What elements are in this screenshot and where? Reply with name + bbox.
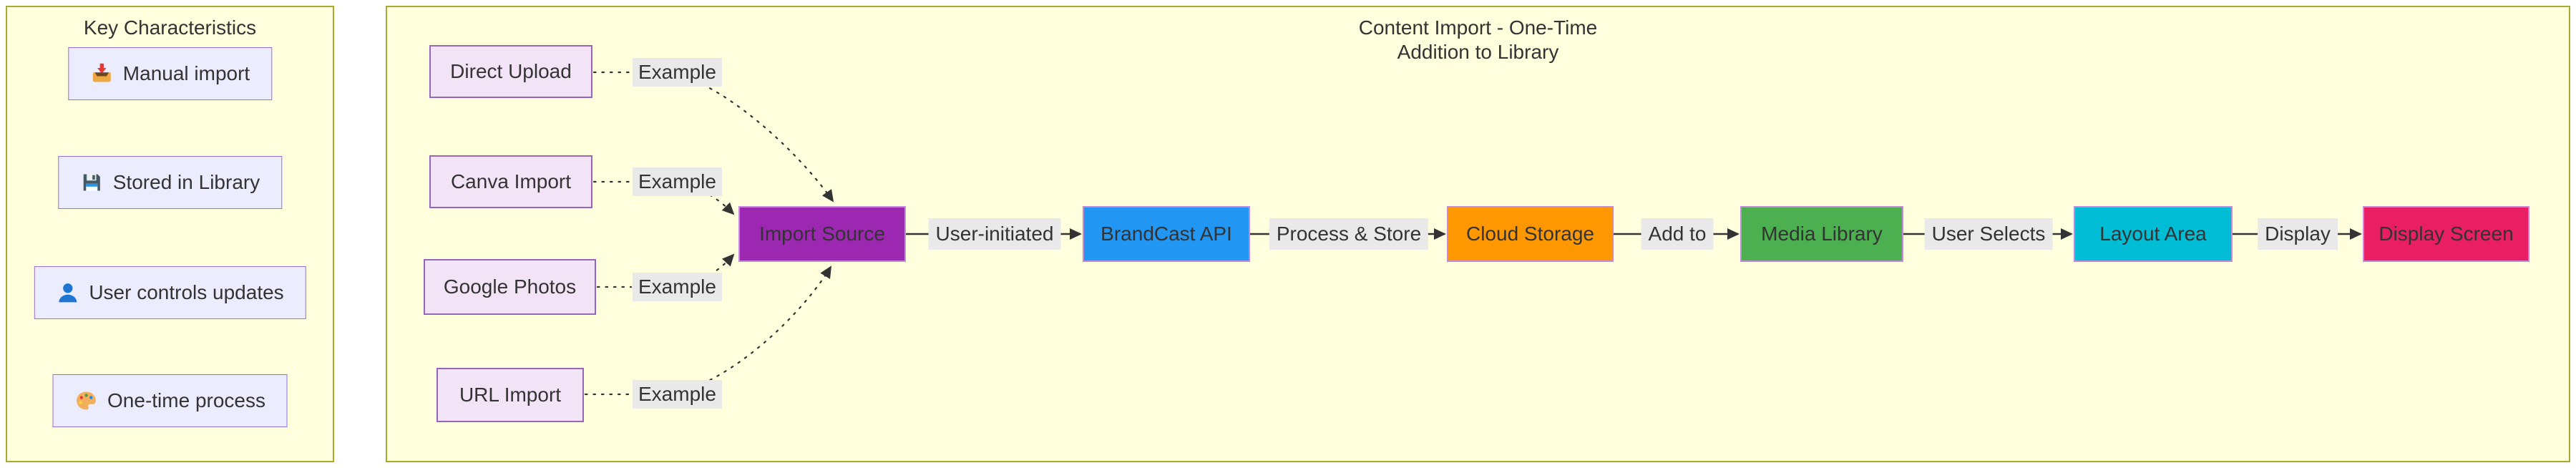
example-label-canva-import: Example xyxy=(633,167,722,196)
curve-example4-importsource xyxy=(701,265,832,385)
inbox-tray-icon xyxy=(92,63,111,82)
edge-label-display: Display xyxy=(2258,218,2338,250)
characteristic-one-time-process: One-time process xyxy=(52,374,288,427)
palette-icon xyxy=(76,391,96,410)
node-label: Cloud Storage xyxy=(1465,223,1594,245)
content-import-title-line1: Content Import - One-Time xyxy=(1358,16,1598,39)
key-characteristics-panel: Key Characteristics Manual import Stored… xyxy=(6,6,334,462)
node-label: URL Import xyxy=(459,384,562,406)
node-google-photos: Google Photos xyxy=(424,259,596,315)
node-import-source: Import Source xyxy=(738,206,906,262)
node-display-screen: Display Screen xyxy=(2363,206,2529,262)
node-label: Media Library xyxy=(1761,223,1883,245)
characteristic-user-controls-updates: User controls updates xyxy=(34,266,306,319)
node-label: Layout Area xyxy=(2099,223,2207,245)
node-brandcast-api: BrandCast API xyxy=(1083,206,1250,262)
edge-label-user-selects: User Selects xyxy=(1924,218,2053,250)
node-media-library: Media Library xyxy=(1740,206,1903,262)
characteristic-manual-import: Manual import xyxy=(67,47,273,100)
key-characteristics-title: Key Characteristics xyxy=(83,16,257,39)
example-label-google-photos: Example xyxy=(633,273,722,301)
characteristic-label: Stored in Library xyxy=(112,171,260,193)
node-direct-upload: Direct Upload xyxy=(429,45,592,98)
node-canva-import: Canva Import xyxy=(429,155,592,208)
node-label: Import Source xyxy=(759,223,885,245)
person-icon xyxy=(58,283,77,303)
curve-example1-importsource xyxy=(701,83,834,203)
edge-label-user-initiated: User-initiated xyxy=(928,218,1061,250)
example-label-direct-upload: Example xyxy=(633,58,722,87)
content-import-title-line2: Addition to Library xyxy=(1397,41,1559,63)
characteristic-label: User controls updates xyxy=(89,281,284,303)
example-label-url-import: Example xyxy=(633,380,722,409)
node-layout-area: Layout Area xyxy=(2074,206,2233,262)
characteristic-stored-in-library: Stored in Library xyxy=(57,156,283,209)
edge-label-add-to: Add to xyxy=(1641,218,1714,250)
node-label: BrandCast API xyxy=(1101,223,1232,245)
node-label: Direct Upload xyxy=(450,60,572,82)
node-label: Canva Import xyxy=(450,170,572,192)
node-cloud-storage: Cloud Storage xyxy=(1447,206,1614,262)
node-url-import: URL Import xyxy=(436,368,584,422)
characteristic-label: One-time process xyxy=(107,389,265,411)
node-label: Display Screen xyxy=(2379,223,2514,245)
edge-label-process-store: Process & Store xyxy=(1269,218,1429,250)
node-label: Google Photos xyxy=(443,276,577,298)
floppy-disk-icon xyxy=(83,174,100,191)
characteristic-label: Manual import xyxy=(122,62,250,84)
content-import-title: Content Import - One-Time Addition to Li… xyxy=(387,16,2569,64)
